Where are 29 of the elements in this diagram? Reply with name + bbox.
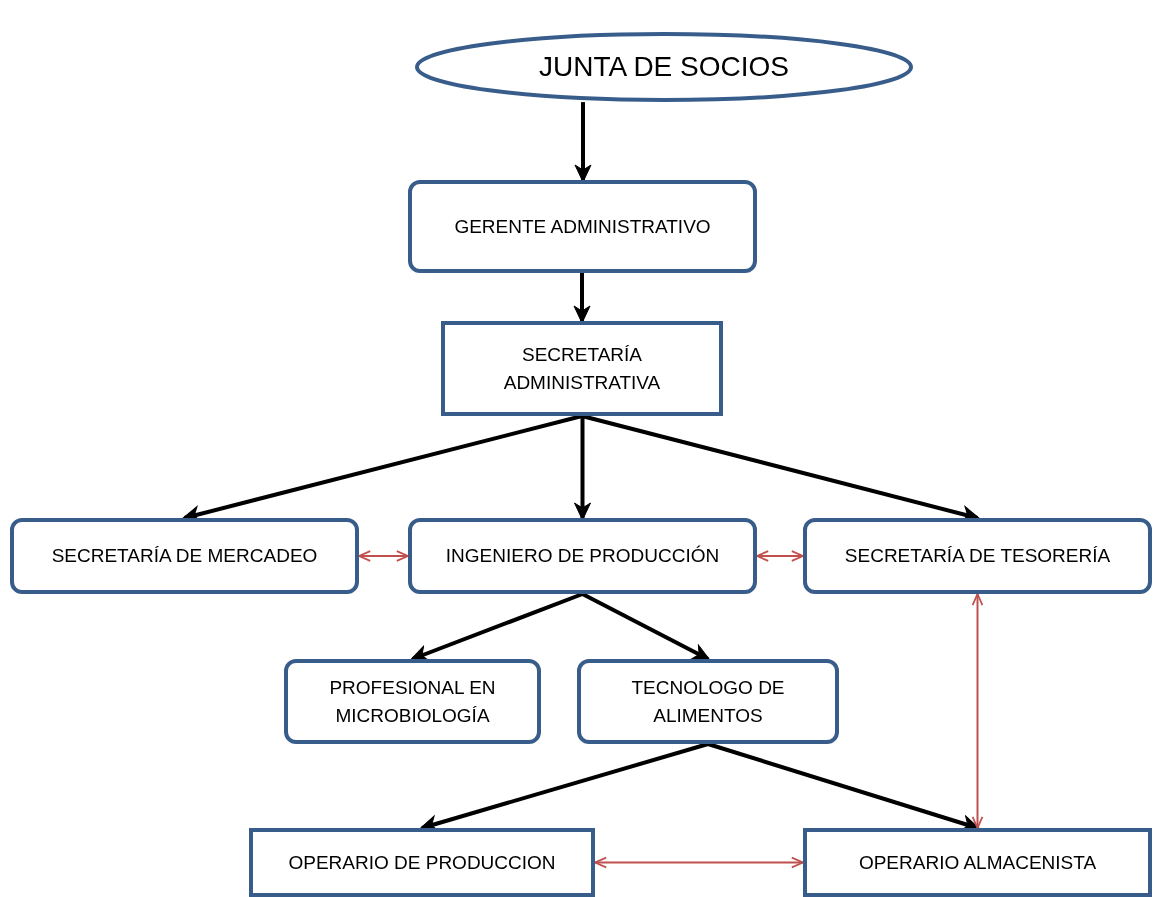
node-label: TECNOLOGO DE ALIMENTOS: [630, 675, 786, 728]
ellipse-node: [415, 32, 913, 102]
rectangle-node: [803, 828, 1152, 897]
node-label: GERENTE ADMINISTRATIVO: [454, 214, 711, 239]
arrow: [410, 592, 584, 662]
arrow: [971, 593, 984, 829]
arrow: [594, 856, 804, 869]
node-label: SECRETARÍA DE TESORERÍA: [844, 544, 1111, 568]
arrow: [574, 416, 591, 521]
node-label: SECRETARÍA DE MERCADEO: [51, 544, 318, 568]
arrow: [581, 592, 711, 661]
arrow: [574, 102, 592, 183]
rectangle-node: [441, 321, 723, 416]
node-label: PROFESIONAL EN MICROBIOLOGÍA: [328, 675, 497, 728]
node-label: OPERARIO DE PRODUCCION: [288, 850, 556, 875]
rounded-box-node: [10, 518, 359, 594]
arrow: [358, 550, 409, 562]
rounded-box-node: [803, 518, 1152, 594]
rounded-box-node: [408, 180, 757, 273]
rectangle-node: [249, 828, 595, 897]
arrow: [756, 550, 804, 562]
node-label: OPERARIO ALMACENISTA: [858, 850, 1097, 875]
node-label: INGENIERO DE PRODUCCIÓN: [445, 544, 720, 568]
node-label: SECRETARÍA ADMINISTRATIVA: [503, 342, 661, 395]
rounded-box-node: [577, 659, 839, 744]
node-label: JUNTA DE SOCIOS: [539, 53, 789, 81]
rounded-box-node: [284, 659, 541, 744]
arrow: [573, 273, 591, 324]
rounded-box-node: [408, 518, 757, 594]
